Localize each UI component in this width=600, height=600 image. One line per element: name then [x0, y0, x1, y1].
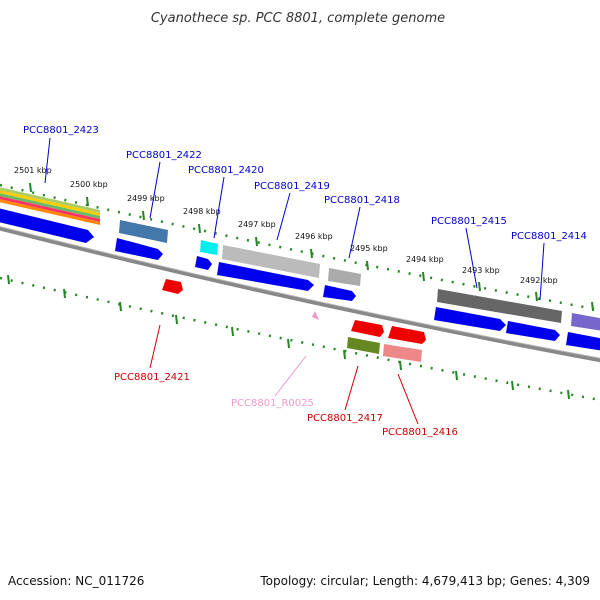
tick-labels: 2501 kbp 2500 kbp 2499 kbp 2498 kbp 2497 kbp… — [14, 166, 558, 285]
major-tick — [511, 380, 514, 391]
tick-label: 2494 kbp — [406, 255, 444, 264]
rna-r0025-block[interactable] — [312, 311, 319, 320]
gene-2422-cds[interactable] — [115, 238, 163, 260]
upper-major-ticks — [29, 182, 594, 312]
major-tick — [255, 236, 258, 247]
gene-label-pcc8801-2416[interactable]: PCC8801_2416 — [382, 427, 458, 438]
gene-label-pcc8801-2415[interactable]: PCC8801_2415 — [431, 216, 507, 227]
genome-backbone-highlight — [0, 226, 600, 359]
leader-2422 — [149, 161, 161, 219]
gene-2421-block[interactable] — [162, 279, 183, 294]
lower-major-ticks — [7, 274, 570, 400]
major-tick — [478, 281, 481, 292]
gene-label-pcc8801-2420[interactable]: PCC8801_2420 — [188, 165, 264, 176]
accession-text: Accession: NC_011726 — [8, 574, 145, 588]
leader-r0025 — [274, 355, 307, 397]
gene-labels: PCC8801_2423PCC8801_2422PCC8801_2420PCC8… — [23, 125, 587, 438]
gene-label-pcc8801-2414[interactable]: PCC8801_2414 — [511, 231, 587, 242]
major-tick — [422, 271, 425, 282]
tick-label: 2496 kbp — [295, 232, 333, 241]
gene-2419-cds[interactable] — [217, 262, 314, 291]
major-tick — [535, 291, 538, 302]
tick-label: 2495 kbp — [350, 244, 388, 253]
gene-2415-block[interactable] — [437, 289, 562, 323]
reverse-feature-track — [162, 279, 426, 362]
gene-2423-cog-stripes — [0, 187, 100, 225]
major-tick — [142, 210, 145, 221]
major-tick — [198, 223, 201, 234]
forward-feature-track — [119, 220, 600, 332]
gene-2414-cds[interactable] — [506, 321, 560, 341]
gene-2418-block[interactable] — [328, 268, 361, 286]
leader-2414 — [539, 242, 545, 301]
tick-label: 2498 kbp — [183, 207, 221, 216]
major-tick — [567, 389, 570, 400]
major-tick — [7, 274, 10, 285]
genome-backbone — [0, 226, 600, 363]
major-tick — [366, 260, 369, 271]
gene-2418-cds[interactable] — [323, 285, 356, 301]
gene-label-pcc8801-2421[interactable]: PCC8801_2421 — [114, 372, 190, 383]
major-tick — [231, 326, 234, 337]
major-tick — [591, 301, 594, 312]
gene-2422-block[interactable] — [119, 220, 168, 243]
major-tick — [310, 248, 313, 259]
leader-2417 — [344, 365, 359, 411]
reverse-tick-ruler — [0, 276, 600, 402]
gene-2416-block[interactable] — [388, 326, 426, 344]
gene-2416-sub-block[interactable] — [383, 344, 422, 362]
tick-label: 2499 kbp — [127, 194, 165, 203]
gene-2415-cds[interactable] — [434, 307, 506, 331]
major-tick — [287, 338, 290, 349]
leader-2416 — [397, 373, 419, 425]
tick-label: 2492 kbp — [520, 276, 558, 285]
major-tick — [63, 288, 66, 299]
major-tick — [175, 314, 178, 325]
tick-label: 2497 kbp — [238, 220, 276, 229]
genome-summary-text: Topology: circular; Length: 4,679,413 bp… — [260, 574, 590, 588]
major-tick — [86, 196, 89, 207]
gene-label-pcc8801-2419[interactable]: PCC8801_2419 — [254, 181, 330, 192]
gene-next-cds[interactable] — [566, 332, 600, 352]
tick-label: 2493 kbp — [462, 266, 500, 275]
gene-label-pcc8801-2418[interactable]: PCC8801_2418 — [324, 195, 400, 206]
gene-2423-cds[interactable] — [0, 206, 94, 243]
gene-label-pcc8801-2417[interactable]: PCC8801_2417 — [307, 413, 383, 424]
leader-2420 — [213, 176, 225, 239]
major-tick — [29, 182, 32, 193]
gene-2420-cds[interactable] — [195, 256, 212, 270]
leader-2419 — [276, 192, 291, 241]
map-title: Cyanothece sp. PCC 8801, complete genome — [151, 11, 445, 26]
gene-2417-block[interactable] — [351, 320, 384, 337]
major-tick — [455, 370, 458, 381]
gene-label-pcc8801-2423[interactable]: PCC8801_2423 — [23, 125, 99, 136]
major-tick — [399, 360, 402, 371]
gene-next-block[interactable] — [571, 313, 600, 332]
leader-2423 — [44, 137, 51, 184]
gene-2419-block[interactable] — [222, 245, 320, 278]
label-leader-lines — [44, 137, 545, 425]
forward-cds-track — [0, 206, 600, 352]
major-tick — [119, 301, 122, 312]
leader-2421 — [149, 324, 161, 369]
tick-label: 2500 kbp — [70, 180, 108, 189]
forward-tick-ruler — [0, 183, 600, 312]
gene-2417-sub-block[interactable] — [347, 337, 380, 354]
leader-2415 — [465, 227, 478, 289]
leader-2418 — [348, 206, 361, 259]
gene-label-pcc8801-r0025[interactable]: PCC8801_R0025 — [231, 398, 314, 409]
gene-2420-block[interactable] — [200, 240, 218, 255]
tick-label: 2501 kbp — [14, 166, 52, 175]
gene-label-pcc8801-2422[interactable]: PCC8801_2422 — [126, 150, 202, 161]
major-tick — [343, 349, 346, 360]
